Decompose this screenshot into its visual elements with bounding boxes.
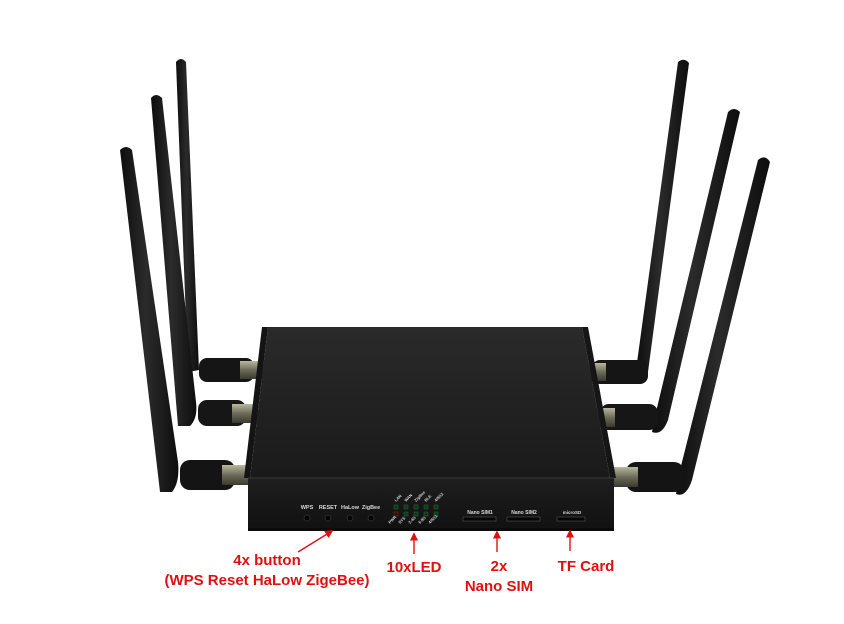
led-label-ble: BLE [423,493,432,502]
led-label-4-5g2: 4/5G2 [433,491,445,503]
button-label-zigbee: ZigBee [362,505,380,511]
leds-callout: 10xLED [378,558,450,578]
antenna-left-back [176,59,264,382]
sim2-slot[interactable] [506,516,541,522]
tf-slot[interactable] [556,516,586,522]
led-label-pwr: PWR [387,514,397,524]
leds-callout-title: 10xLED [386,559,442,576]
led-label-lan: LAN [393,493,402,502]
tf-label: microSD [563,510,582,515]
sim1-slot[interactable] [462,516,497,522]
tf-callout: TF Card [548,557,624,577]
sim-callout: 2x Nano SIM [458,557,540,597]
led-label-sys: SYS [397,515,406,524]
led-indicator [393,511,399,517]
buttons-callout-detail: (WPS Reset HaLow ZigeBee) [164,572,370,589]
sim-callout-title: 2x [490,558,508,575]
tf-callout-title: TF Card [557,558,615,575]
led-indicator [413,511,419,517]
halow-button[interactable] [346,514,354,522]
sim-slots: Nano SIM1 Nano SIM2 [462,510,541,522]
antenna-right-back [584,59,689,384]
button-group: WPS RESET HaLow ZigBee [301,505,380,522]
led-label-wan: WAN [403,492,413,502]
antenna-left-middle [151,95,258,426]
led-indicator [413,504,419,510]
led-indicator [403,504,409,510]
tf-slot-group: microSD [556,510,586,522]
button-label-halow: HaLow [341,505,360,511]
led-indicator [393,504,399,510]
led-indicator [433,511,439,517]
led-indicator [433,504,439,510]
antenna-left-front [120,147,248,492]
led-label-5-8g: 5.8G [417,515,427,525]
zigbee-button[interactable] [367,514,375,522]
button-label-wps: WPS [301,505,314,511]
buttons-callout-title: 4x button [233,552,301,569]
sim2-label: Nano SIM2 [511,510,537,516]
sim-callout-detail: Nano SIM [464,578,534,595]
antenna-right-front [614,157,770,495]
buttons-callout: 4x button (WPS Reset HaLow ZigeBee) [162,551,372,591]
sim1-label: Nano SIM1 [467,510,493,516]
led-group: LAN WAN ZigBee BLE 4/5G2 PWR SYS 2.4G 5.… [387,489,445,525]
led-indicator [423,511,429,517]
router-body [244,327,616,531]
led-indicator [403,511,409,517]
buttons-arrow [297,530,334,553]
led-label-4-5g1: 4/5G1 [427,513,439,525]
wps-button[interactable] [303,514,311,522]
button-label-reset: RESET [319,505,338,511]
reset-button[interactable] [324,514,332,522]
led-label-2-4g: 2.4G [407,515,417,525]
led-indicator [423,504,429,510]
